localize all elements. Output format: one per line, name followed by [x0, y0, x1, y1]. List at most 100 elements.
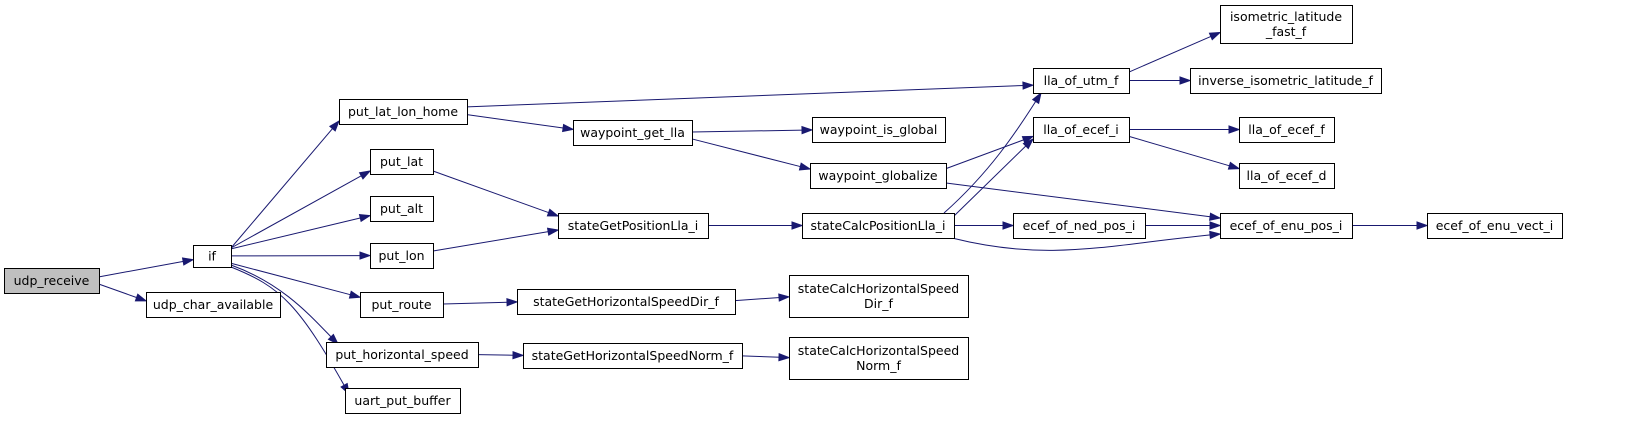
node-put-lon[interactable]: put_lon	[370, 243, 434, 269]
edge-if-to-uart-put-buffer	[230, 266, 350, 396]
node-statecalcpositionlla-i[interactable]: stateCalcPositionLla_i	[802, 213, 955, 239]
edge-arrowhead	[1022, 137, 1035, 150]
node-put-alt[interactable]: put_alt	[370, 196, 434, 222]
node-if[interactable]: if	[193, 245, 232, 268]
edge-put-lat-to-stategetpositionlla-i	[432, 170, 560, 217]
node-box[interactable]	[1427, 213, 1563, 239]
edge-line	[230, 217, 362, 250]
edge-line	[691, 138, 802, 168]
edge-put-route-to-stategethorizontalspeeddir-f	[442, 298, 519, 307]
node-lla-of-ecef-f[interactable]: lla_of_ecef_f	[1239, 117, 1335, 143]
node-box[interactable]	[1220, 213, 1353, 239]
edge-statecalcpositionlla-i-to-lla-of-utm-f	[943, 91, 1042, 214]
node-label: put_horizontal_speed	[335, 347, 468, 362]
edge-line	[953, 144, 1027, 217]
node-ecef-of-ned-pos-i[interactable]: ecef_of_ned_pos_i	[1013, 213, 1146, 239]
node-box[interactable]	[1220, 5, 1353, 44]
node-label: ecef_of_ned_pos_i	[1023, 218, 1136, 233]
edge-arrowhead	[1021, 135, 1035, 144]
node-box[interactable]	[802, 213, 955, 239]
node-box[interactable]	[812, 117, 946, 143]
node-inverse-isometric-latitude-f[interactable]: inverse_isometric_latitude_f	[1190, 68, 1382, 94]
node-box[interactable]	[1033, 117, 1130, 143]
node-box[interactable]	[370, 243, 434, 269]
node-box[interactable]	[370, 149, 434, 175]
node-ecef-of-enu-pos-i[interactable]: ecef_of_enu_pos_i	[1220, 213, 1353, 239]
node-stategetpositionlla-i[interactable]: stateGetPositionLla_i	[558, 213, 709, 239]
edge-arrowhead	[1022, 81, 1035, 90]
node-box[interactable]	[558, 213, 709, 239]
node-box[interactable]	[789, 275, 969, 318]
node-waypoint-is-global[interactable]: waypoint_is_global	[812, 117, 946, 143]
edge-arrowhead	[181, 257, 195, 266]
node-uart-put-buffer[interactable]: uart_put_buffer	[345, 388, 461, 414]
node-udp-char-available[interactable]: udp_char_available	[146, 292, 281, 318]
node-box[interactable]	[193, 245, 232, 268]
node-put-route[interactable]: put_route	[360, 292, 444, 318]
edge-arrowhead	[359, 251, 372, 260]
edge-line	[230, 264, 339, 345]
node-label: put_route	[371, 297, 431, 312]
node-box[interactable]	[810, 163, 947, 189]
node-box[interactable]	[1013, 213, 1146, 239]
node-lla-of-ecef-i[interactable]: lla_of_ecef_i	[1033, 117, 1130, 143]
node-box[interactable]	[360, 292, 444, 318]
edge-arrowhead	[791, 221, 804, 230]
node-box[interactable]	[1190, 68, 1382, 94]
edge-line	[945, 182, 1212, 218]
node-label: lla_of_ecef_f	[1248, 122, 1325, 137]
node-label: stateCalcPositionLla_i	[811, 218, 946, 233]
node-lla-of-ecef-d[interactable]: lla_of_ecef_d	[1239, 163, 1335, 189]
node-label: ecef_of_enu_pos_i	[1230, 218, 1343, 233]
node-put-horizontal-speed[interactable]: put_horizontal_speed	[326, 342, 479, 368]
edge-if-to-put-alt	[230, 213, 372, 250]
node-box[interactable]	[573, 120, 693, 146]
edge-if-to-put-horizontal-speed	[230, 264, 340, 346]
node-box[interactable]	[4, 268, 100, 294]
edge-arrowhead	[1209, 221, 1222, 230]
edge-arrowhead	[328, 119, 340, 132]
edge-line	[432, 170, 550, 214]
node-put-lat-lon-home[interactable]: put_lat_lon_home	[339, 99, 468, 125]
edge-put-lat-lon-home-to-waypoint-get-lla	[466, 114, 575, 133]
edge-arrowhead	[1416, 221, 1429, 230]
node-box[interactable]	[517, 289, 736, 315]
node-box[interactable]	[523, 343, 743, 369]
node-stategethorizontalspeeddir-f[interactable]: stateGetHorizontalSpeedDir_f	[517, 289, 736, 315]
node-ecef-of-enu-vect-i[interactable]: ecef_of_enu_vect_i	[1427, 213, 1563, 239]
node-isometric-latitude-fast-f[interactable]: isometric_latitude_fast_f	[1220, 5, 1353, 44]
node-stategethorizontalspeednorm-f[interactable]: stateGetHorizontalSpeedNorm_f	[523, 343, 743, 369]
node-box[interactable]	[339, 99, 468, 125]
node-box[interactable]	[370, 196, 434, 222]
node-label: udp_char_available	[153, 297, 274, 312]
edge-line	[741, 355, 781, 358]
node-udp-receive[interactable]: udp_receive	[4, 268, 100, 294]
node-box[interactable]	[1239, 163, 1335, 189]
edges-layer	[98, 31, 1429, 396]
edge-if-to-put-lon	[230, 251, 372, 260]
edge-put-lon-to-stategetpositionlla-i	[432, 227, 560, 252]
node-box[interactable]	[1033, 68, 1130, 94]
node-box[interactable]	[789, 337, 969, 380]
node-put-lat[interactable]: put_lat	[370, 149, 434, 175]
node-box[interactable]	[345, 388, 461, 414]
node-box[interactable]	[146, 292, 281, 318]
edge-line	[943, 92, 1042, 214]
edge-line	[442, 301, 509, 305]
node-label: waypoint_globalize	[818, 168, 938, 183]
edge-arrowhead	[1179, 76, 1192, 85]
edge-arrowhead	[512, 350, 525, 360]
edge-lla-of-ecef-i-to-lla-of-ecef-f	[1129, 125, 1241, 134]
node-box[interactable]	[326, 342, 479, 368]
node-box[interactable]	[1239, 117, 1335, 143]
node-waypoint-get-lla[interactable]: waypoint_get_lla	[573, 120, 693, 146]
node-label: waypoint_get_lla	[580, 125, 685, 140]
node-label: _fast_f	[1265, 24, 1307, 39]
edge-arrowhead	[348, 290, 362, 299]
edge-lla-of-utm-f-to-isometric-latitude-fast-f	[1128, 31, 1222, 73]
node-lla-of-utm-f[interactable]: lla_of_utm_f	[1033, 68, 1130, 94]
node-waypoint-globalize[interactable]: waypoint_globalize	[810, 163, 947, 189]
